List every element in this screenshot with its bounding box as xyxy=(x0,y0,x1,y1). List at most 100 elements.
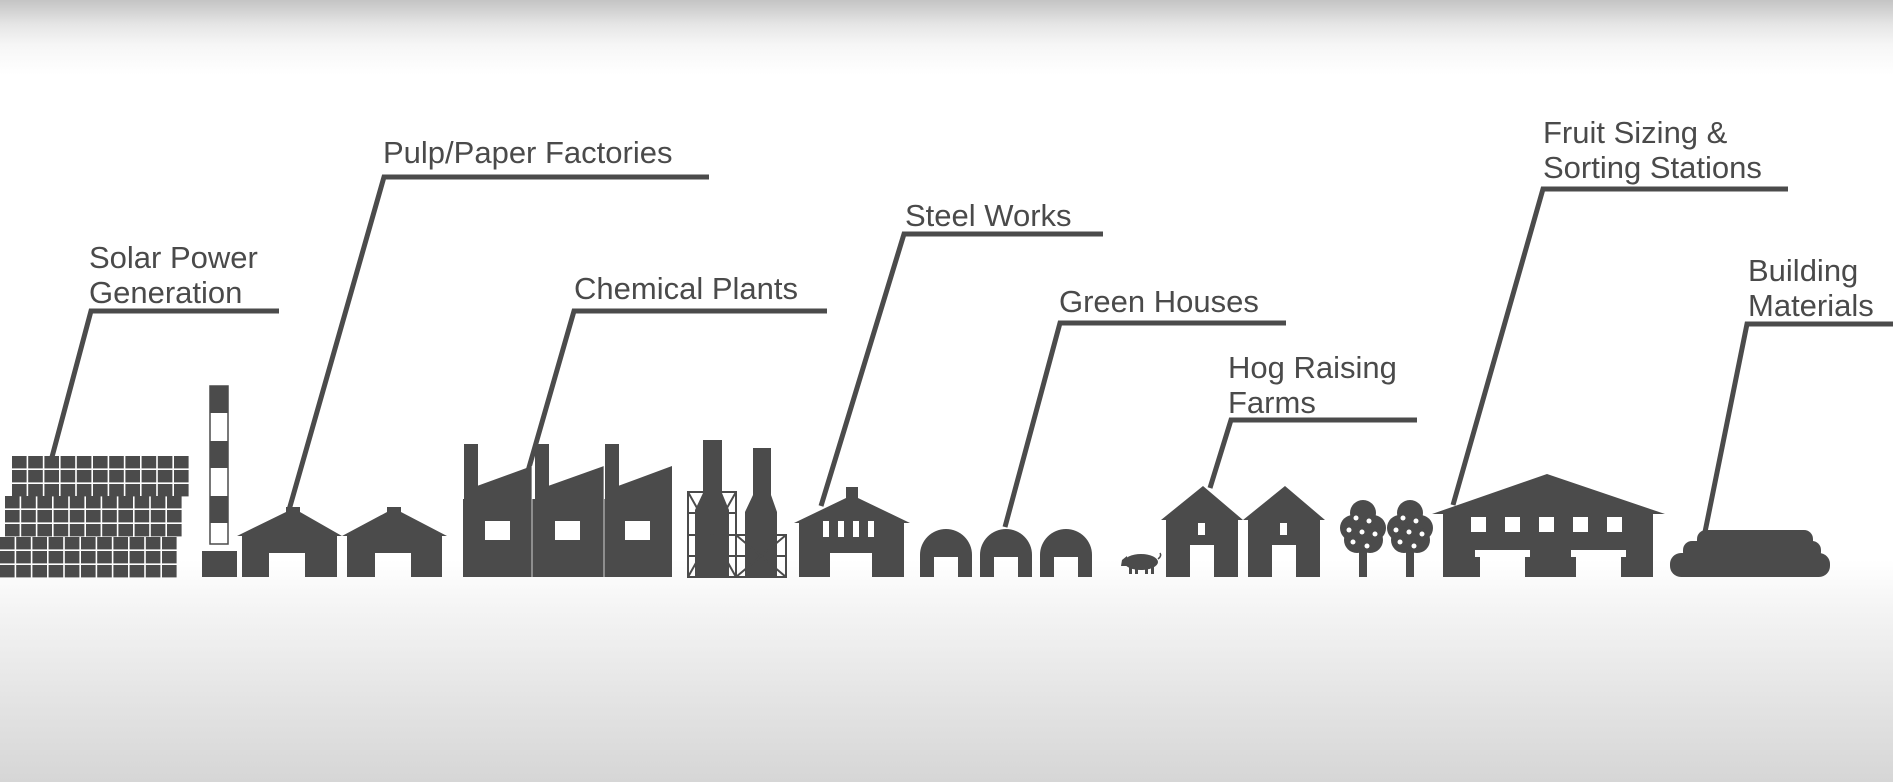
solar-cell xyxy=(5,496,20,509)
factory-shed-icon xyxy=(237,507,447,577)
solar-cell xyxy=(134,496,150,509)
solar-cell xyxy=(37,496,52,509)
leader-line-fruit xyxy=(1450,186,1788,506)
label-solar-power-generation: Solar Power Generation xyxy=(49,240,279,458)
solar-cell xyxy=(141,470,157,483)
solar-cell xyxy=(64,537,80,550)
solar-cell xyxy=(69,524,85,537)
solar-cell xyxy=(44,456,59,469)
label-pulp-paper-factories: Pulp/Paper Factories xyxy=(286,135,709,511)
greenhouse-icon xyxy=(920,529,1092,577)
solar-cell xyxy=(21,524,36,537)
solar-cell xyxy=(28,456,43,469)
solar-cell xyxy=(86,524,101,537)
solar-cell xyxy=(157,470,173,483)
solar-cell xyxy=(145,565,161,578)
solar-cell xyxy=(97,537,112,550)
solar-cell xyxy=(162,551,177,564)
solar-cell xyxy=(174,456,189,469)
scaffolding-icon xyxy=(687,491,787,578)
solar-cell xyxy=(174,484,189,497)
solar-cell xyxy=(76,456,92,469)
solar-cell xyxy=(157,484,173,497)
solar-cell xyxy=(60,484,76,497)
solar-cell xyxy=(32,551,47,564)
solar-cell xyxy=(53,510,69,523)
solar-cell xyxy=(44,484,59,497)
solar-cell xyxy=(93,470,108,483)
warehouse-icon xyxy=(1432,474,1665,577)
label-fruit-line-2: Sorting Stations xyxy=(1543,150,1762,185)
label-building-line-2: Materials xyxy=(1748,288,1874,323)
solar-cell xyxy=(60,456,76,469)
sawtooth-factory-icon xyxy=(463,444,672,577)
solar-cell xyxy=(109,456,124,469)
solar-cell xyxy=(69,510,85,523)
solar-cell xyxy=(129,537,145,550)
solar-cell xyxy=(157,456,173,469)
solar-cell xyxy=(21,510,36,523)
solar-cell xyxy=(32,565,47,578)
solar-cell xyxy=(12,484,27,497)
solar-cell xyxy=(125,470,140,483)
solar-cell xyxy=(97,551,112,564)
solar-cell xyxy=(53,496,69,509)
solar-cell xyxy=(145,537,161,550)
solar-cell xyxy=(145,551,161,564)
solar-cell xyxy=(102,510,117,523)
solar-cell xyxy=(64,565,80,578)
label-building-line-1: Building xyxy=(1748,253,1858,288)
label-steel-line-1: Steel Works xyxy=(905,198,1072,233)
label-chemical-plants: Chemical Plants xyxy=(521,271,827,486)
pig-icon xyxy=(1121,552,1162,574)
solar-cell xyxy=(134,524,150,537)
solar-cell xyxy=(32,537,47,550)
solar-cell xyxy=(16,551,31,564)
solar-cell xyxy=(109,484,124,497)
solar-cell xyxy=(174,470,189,483)
solar-cell xyxy=(28,470,43,483)
solar-cell xyxy=(118,524,133,537)
solar-cell xyxy=(53,524,69,537)
steel-mill-icon xyxy=(794,487,910,577)
solar-cell xyxy=(150,524,166,537)
solar-cell xyxy=(81,537,96,550)
solar-cell xyxy=(167,524,182,537)
solar-cell xyxy=(125,484,140,497)
striped-chimney-icon xyxy=(202,385,237,577)
solar-cell xyxy=(162,537,177,550)
solar-cell xyxy=(16,537,31,550)
solar-cell xyxy=(21,496,36,509)
solar-cell xyxy=(76,484,92,497)
label-steel-works: Steel Works xyxy=(818,198,1103,507)
label-solar-line-2: Generation xyxy=(89,275,242,310)
solar-cell xyxy=(0,565,15,578)
solar-cell xyxy=(0,537,15,550)
solar-cell xyxy=(129,565,145,578)
solar-cell xyxy=(60,470,76,483)
solar-cell xyxy=(113,551,128,564)
solar-cell xyxy=(97,565,112,578)
solar-cell xyxy=(5,524,20,537)
label-hog-line-2: Farms xyxy=(1228,385,1316,420)
solar-cell xyxy=(134,510,150,523)
label-solar-line-1: Solar Power xyxy=(89,240,258,275)
barn-icon xyxy=(1161,486,1325,577)
label-fruit-line-1: Fruit Sizing & xyxy=(1543,115,1728,150)
fruit-tree-icon xyxy=(1340,500,1433,577)
solar-cell xyxy=(81,565,96,578)
solar-cell xyxy=(69,496,85,509)
solar-cell xyxy=(48,551,64,564)
solar-cell xyxy=(118,510,133,523)
blast-furnace-icon xyxy=(687,440,787,578)
solar-cell xyxy=(12,470,27,483)
solar-cell xyxy=(0,551,15,564)
solar-cell xyxy=(64,551,80,564)
label-green-line-1: Green Houses xyxy=(1059,284,1259,319)
label-green-houses: Green Houses xyxy=(1002,284,1286,528)
solar-cell xyxy=(86,510,101,523)
label-hog-line-1: Hog Raising xyxy=(1228,350,1397,385)
solar-cell xyxy=(86,496,101,509)
leader-line-chemical xyxy=(521,308,827,486)
